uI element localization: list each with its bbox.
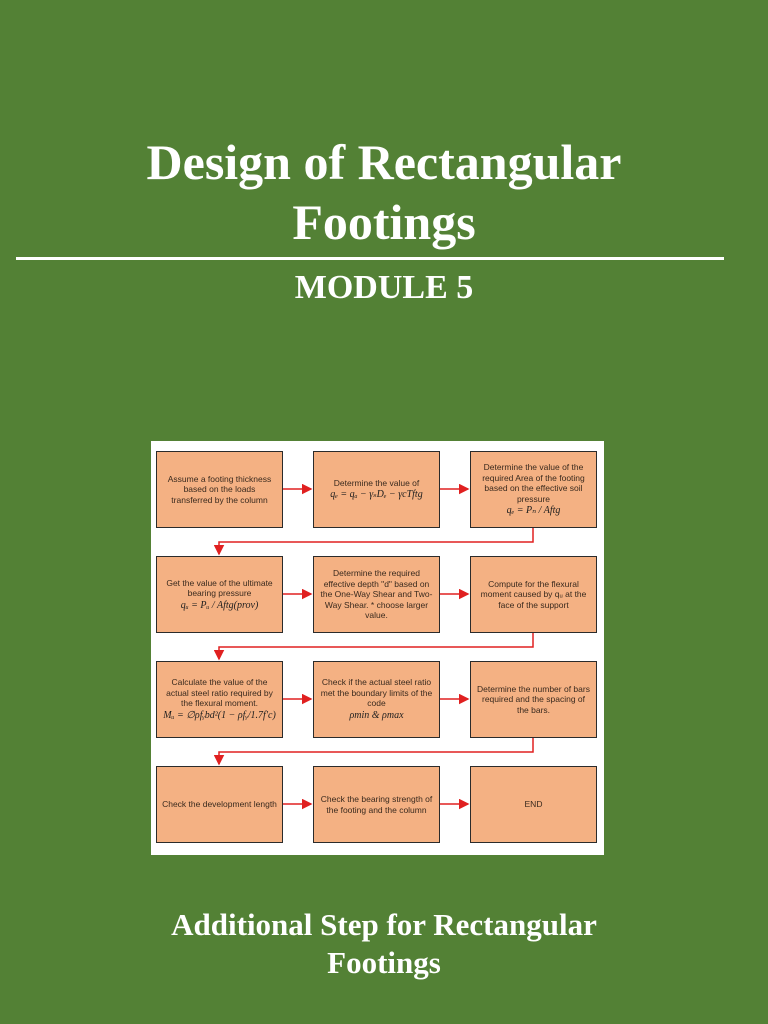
flowchart-arrows — [213, 483, 534, 810]
step-3-text: Determine the value of the required Area… — [482, 462, 585, 504]
step-4-text: Get the value of the ultimate bearing pr… — [166, 577, 273, 599]
footer-line-1: Additional Step for Rectangular — [171, 907, 597, 942]
step-5-box: Determine the required effective depth "… — [313, 556, 440, 633]
step-7-equation: Mᵤ = ∅ρfᵧbd²(1 − ρfᵧ/1.7f′c) — [163, 709, 276, 721]
arrow-3-4 — [213, 528, 534, 556]
step-10-text: Check the development length — [162, 799, 277, 810]
step-7-box: Calculate the value of the actual steel … — [156, 661, 283, 738]
footer-caption: Additional Step for Rectangular Footings — [0, 906, 768, 982]
step-12-box: END — [470, 766, 597, 843]
step-6-text: Compute for the flexural moment caused b… — [480, 578, 587, 610]
cover-title: Design of Rectangular Footings — [0, 132, 768, 252]
step-1-text: Assume a footing thickness based on the … — [167, 473, 272, 505]
arrow-6-7 — [213, 633, 534, 661]
step-8-equation: ρmin & ρmax — [349, 709, 404, 721]
step-6-box: Compute for the flexural moment caused b… — [470, 556, 597, 633]
title-line-2: Footings — [292, 194, 476, 250]
flowchart: Assume a footing thickness based on the … — [151, 441, 604, 855]
step-4-box: Get the value of the ultimate bearing pr… — [156, 556, 283, 633]
step-9-box: Determine the number of bars required an… — [470, 661, 597, 738]
title-divider — [16, 257, 724, 260]
step-8-text: Check if the actual steel ratio met the … — [320, 677, 433, 709]
step-5-text: Determine the required effective depth "… — [320, 568, 433, 621]
step-9-text: Determine the number of bars required an… — [477, 683, 590, 715]
step-2-equation: qₑ = qₐ − γₛDₑ − γcTftg — [330, 489, 423, 501]
step-1-box: Assume a footing thickness based on the … — [156, 451, 283, 528]
step-12-text: END — [524, 799, 543, 810]
step-7-text: Calculate the value of the actual steel … — [166, 677, 273, 709]
footer-line-2: Footings — [327, 945, 441, 980]
step-11-text: Check the bearing strength of the footin… — [320, 794, 433, 815]
title-line-1: Design of Rectangular — [146, 134, 622, 190]
step-2-text: Determine the value of — [333, 477, 420, 488]
step-8-box: Check if the actual steel ratio met the … — [313, 661, 440, 738]
step-3-box: Determine the value of the required Area… — [470, 451, 597, 528]
step-11-box: Check the bearing strength of the footin… — [313, 766, 440, 843]
step-3-equation: qₑ = Pₙ / Aftg — [506, 505, 561, 516]
step-10-box: Check the development length — [156, 766, 283, 843]
arrow-9-10 — [213, 738, 534, 766]
step-4-equation: qᵤ = Pᵤ / Aftg(prov) — [180, 599, 259, 611]
module-label: MODULE 5 — [294, 269, 474, 306]
step-2-box: Determine the value of qₑ = qₐ − γₛDₑ − … — [313, 451, 440, 528]
